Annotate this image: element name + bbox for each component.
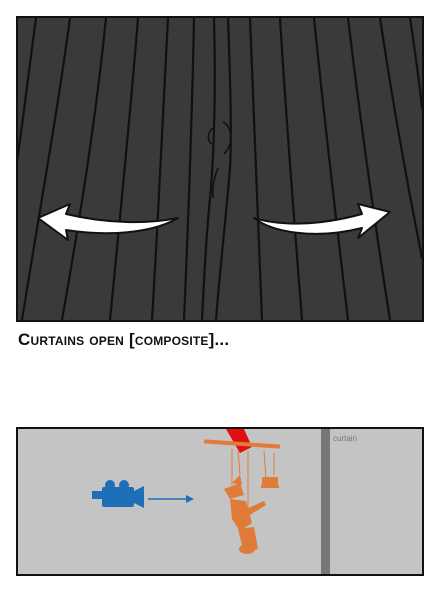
puppet-strings (231, 448, 275, 509)
composite-diagram: curtain (18, 429, 422, 574)
composite-diagram-panel: curtain (16, 427, 424, 576)
caption: Curtains open [composite]... (18, 330, 230, 349)
puppet-control-bar (203, 439, 281, 449)
video-camera-icon (92, 480, 144, 508)
curtains-panel (16, 16, 424, 322)
curtain-label: curtain (333, 434, 357, 443)
puppeteer-hand-icon (226, 429, 252, 453)
stage-background (18, 429, 422, 574)
curtain-post (321, 429, 330, 574)
marionette-puppet-icon (224, 475, 279, 554)
camera-direction-arrow (148, 495, 194, 503)
peeking-figure (207, 121, 232, 199)
arrow-right-icon (253, 203, 391, 239)
curtain-folds (18, 18, 422, 320)
curtains-illustration (18, 18, 422, 320)
arrow-left-icon (37, 203, 179, 241)
